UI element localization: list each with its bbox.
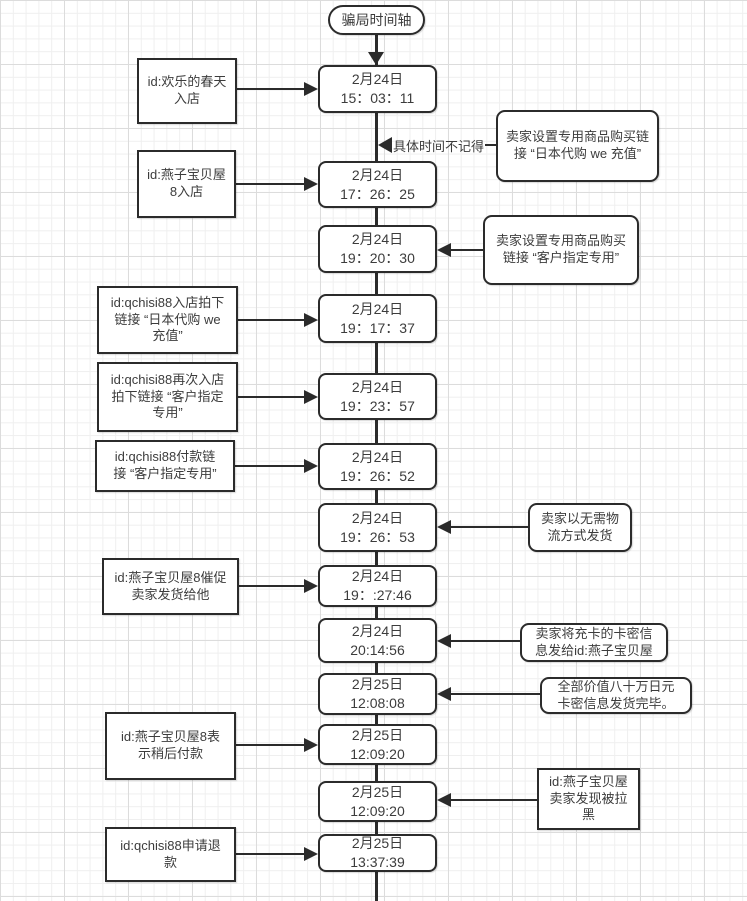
arrow-left-4-line: [236, 396, 305, 398]
event-left-5: id:qchisi88付款链 接 “客户指定专用”: [95, 440, 235, 492]
arrow-left-6-line: [238, 585, 305, 587]
arrow-right-3-line: [450, 526, 528, 528]
arrow-right-1-head-icon: [378, 137, 392, 153]
timeline-node-10: 2月25日 12:08:08: [318, 673, 437, 715]
arrow-right-6-head-icon: [437, 793, 451, 807]
arrow-right-1-line: [485, 144, 496, 146]
timeline-node-13: 2月25日 13:37:39: [318, 834, 437, 872]
arrow-left-1-line: [236, 88, 305, 90]
arrow-right-5-head-icon: [437, 687, 451, 701]
timeline-node-7: 2月24日 19：26：53: [318, 503, 437, 552]
event-right-6: id:燕子宝贝屋 卖家发现被拉 黑: [537, 768, 640, 830]
arrow-right-3-head-icon: [437, 520, 451, 534]
event-left-8: id:qchisi88申请退 款: [105, 827, 236, 882]
arrow-left-5-head-icon: [304, 459, 318, 473]
event-right-4: 卖家将充卡的卡密信 息发给id:燕子宝贝屋: [520, 623, 668, 662]
event-left-3: id:qchisi88入店拍下 链接 “日本代购 we 充值”: [97, 286, 238, 354]
arrow-right-1-annotated: 具体时间不记得: [378, 136, 496, 154]
arrow-right-4-head-icon: [437, 634, 451, 648]
arrow-left-6-head-icon: [304, 579, 318, 593]
arrow-left-3-head-icon: [304, 313, 318, 327]
timeline-node-6: 2月24日 19：26：52: [318, 443, 437, 490]
arrow-left-2-head-icon: [304, 177, 318, 191]
note-label: 具体时间不记得: [393, 138, 485, 154]
down-arrowhead-icon: [368, 52, 384, 65]
timeline-node-8: 2月24日 19：:27:46: [318, 565, 437, 607]
arrow-right-4-line: [450, 640, 520, 642]
arrow-left-2-line: [235, 183, 305, 185]
event-right-2: 卖家设置专用商品购买 链接 “客户指定专用”: [483, 215, 639, 285]
arrow-left-7-head-icon: [304, 738, 318, 752]
event-right-5: 全部价值八十万日元 卡密信息发货完毕。: [540, 677, 692, 714]
timeline-node-3: 2月24日 19：20：30: [318, 225, 437, 273]
arrow-right-6-line: [450, 799, 537, 801]
timeline-title: 骗局时间轴: [328, 5, 425, 35]
event-left-6: id:燕子宝贝屋8催促 卖家发货给他: [102, 558, 239, 615]
arrow-right-5-line: [450, 693, 540, 695]
timeline-node-12: 2月25日 12:09:20: [318, 781, 437, 822]
timeline-node-11: 2月25日 12:09:20: [318, 724, 437, 765]
event-right-1: 卖家设置专用商品购买链 接 “日本代购 we 充值”: [496, 110, 659, 182]
timeline-node-9: 2月24日 20:14:56: [318, 618, 437, 663]
event-left-2: id:燕子宝贝屋 8入店: [137, 150, 236, 218]
event-right-3: 卖家以无需物 流方式发货: [528, 503, 632, 552]
timeline-node-4: 2月24日 19：17：37: [318, 294, 437, 343]
arrow-left-8-line: [235, 853, 305, 855]
arrow-left-8-head-icon: [304, 847, 318, 861]
arrow-left-3-line: [236, 319, 305, 321]
event-left-1: id:欢乐的春天 入店: [137, 58, 237, 124]
event-left-7: id:燕子宝贝屋8表 示稍后付款: [105, 712, 236, 780]
arrow-left-4-head-icon: [304, 390, 318, 404]
arrow-right-2-line: [450, 249, 483, 251]
arrow-left-5-line: [234, 465, 305, 467]
arrow-left-7-line: [235, 744, 305, 746]
arrow-left-1-head-icon: [304, 82, 318, 96]
event-left-4: id:qchisi88再次入店 拍下链接 “客户指定 专用”: [97, 362, 238, 432]
timeline-node-5: 2月24日 19：23：57: [318, 373, 437, 420]
arrow-right-2-head-icon: [437, 243, 451, 257]
timeline-node-2: 2月24日 17：26：25: [318, 161, 437, 208]
timeline-node-1: 2月24日 15：03：11: [318, 65, 437, 113]
